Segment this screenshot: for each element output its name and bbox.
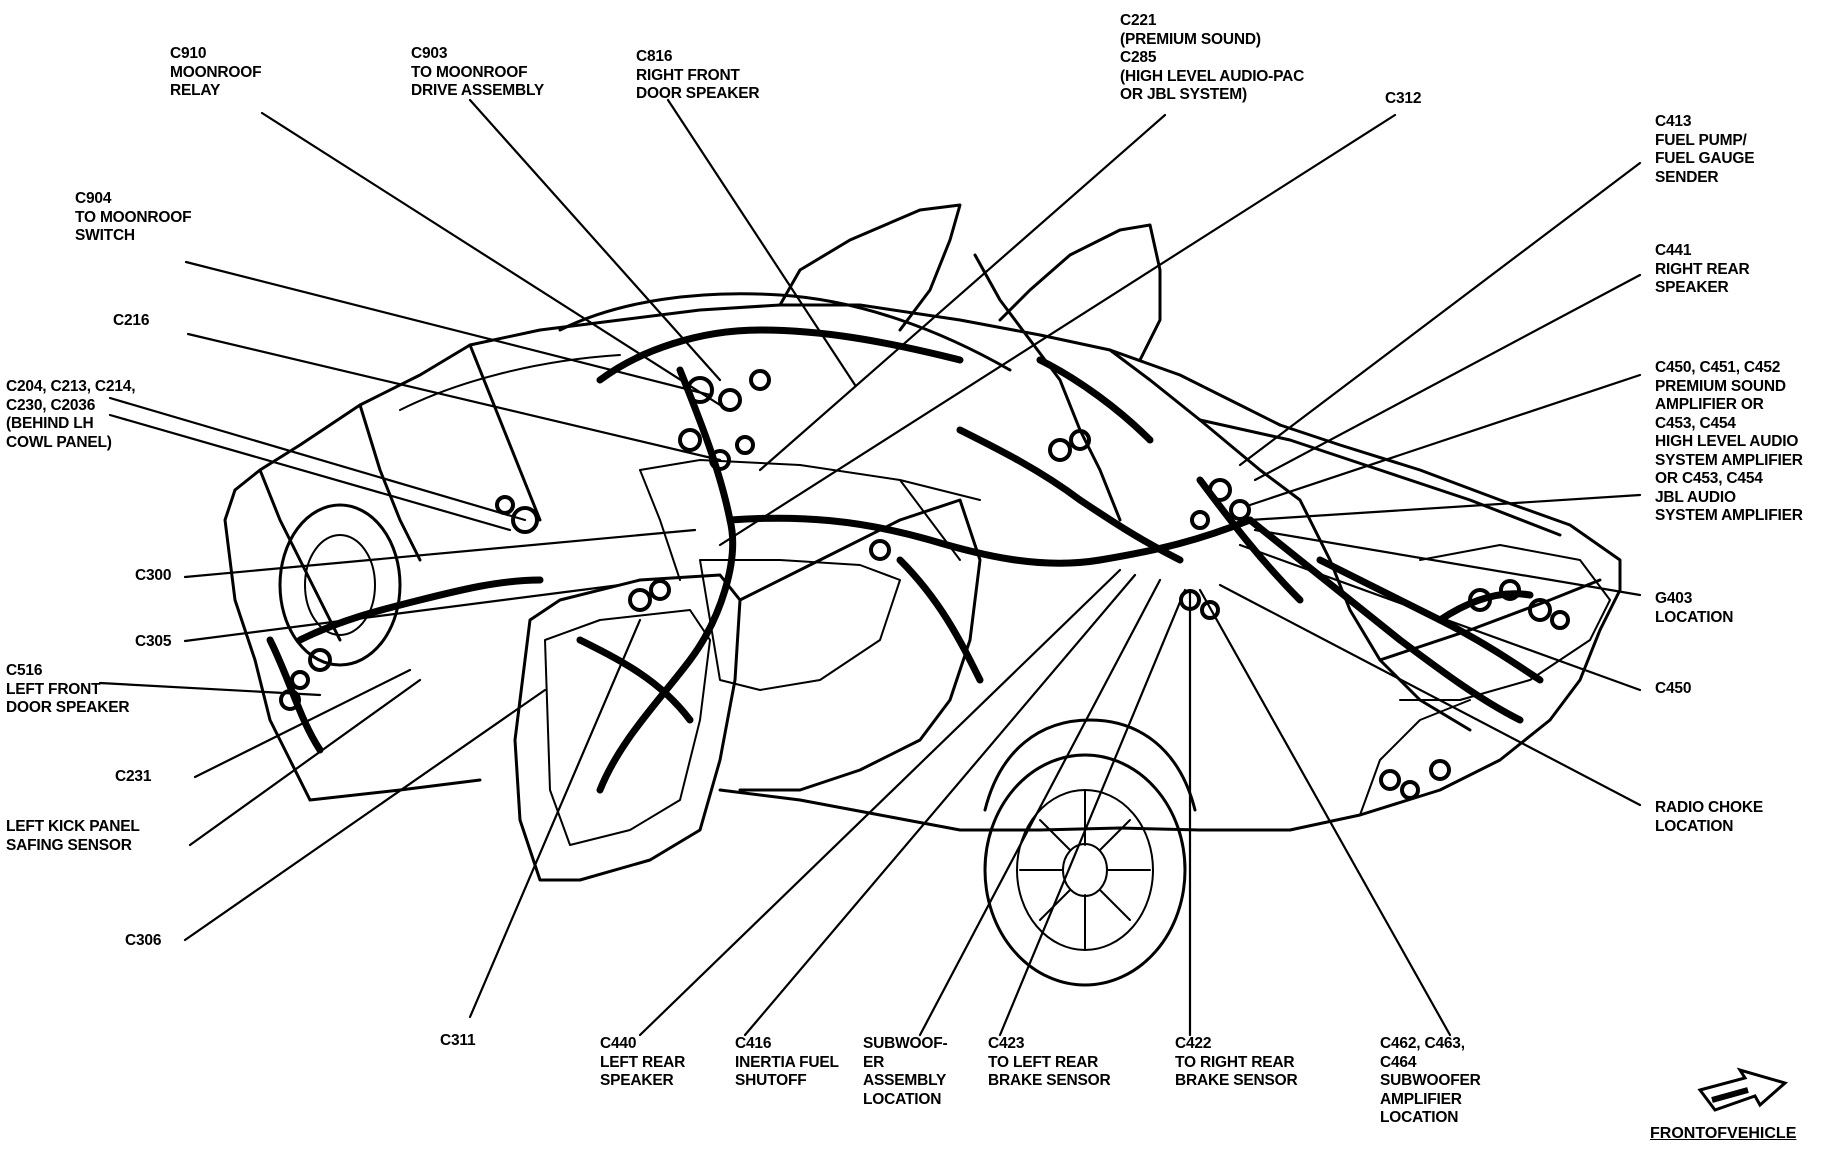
callout-c231: C231 [115,768,152,785]
front-arrow-icon [1697,1067,1789,1112]
front-wheel [983,718,1197,987]
callout-c312: C312 [1385,90,1422,107]
callout-c216: C216 [113,312,150,329]
wiring-harness [266,326,1544,794]
callout-c300: C300 [135,567,172,584]
callout-c221: C221(PREMIUM SOUND)C285(HIGH LEVEL AUDIO… [1120,12,1305,103]
front-of-vehicle-label: FRONTOFVEHICLE [1650,1125,1797,1142]
leader-lines [98,98,1642,1037]
callout-c450: C450 [1655,680,1692,697]
rear-wheel [278,503,402,667]
callout-c306: C306 [125,932,162,949]
callout-c311: C311 [440,1032,476,1049]
callout-c305: C305 [135,633,172,650]
car-body [223,203,1622,882]
